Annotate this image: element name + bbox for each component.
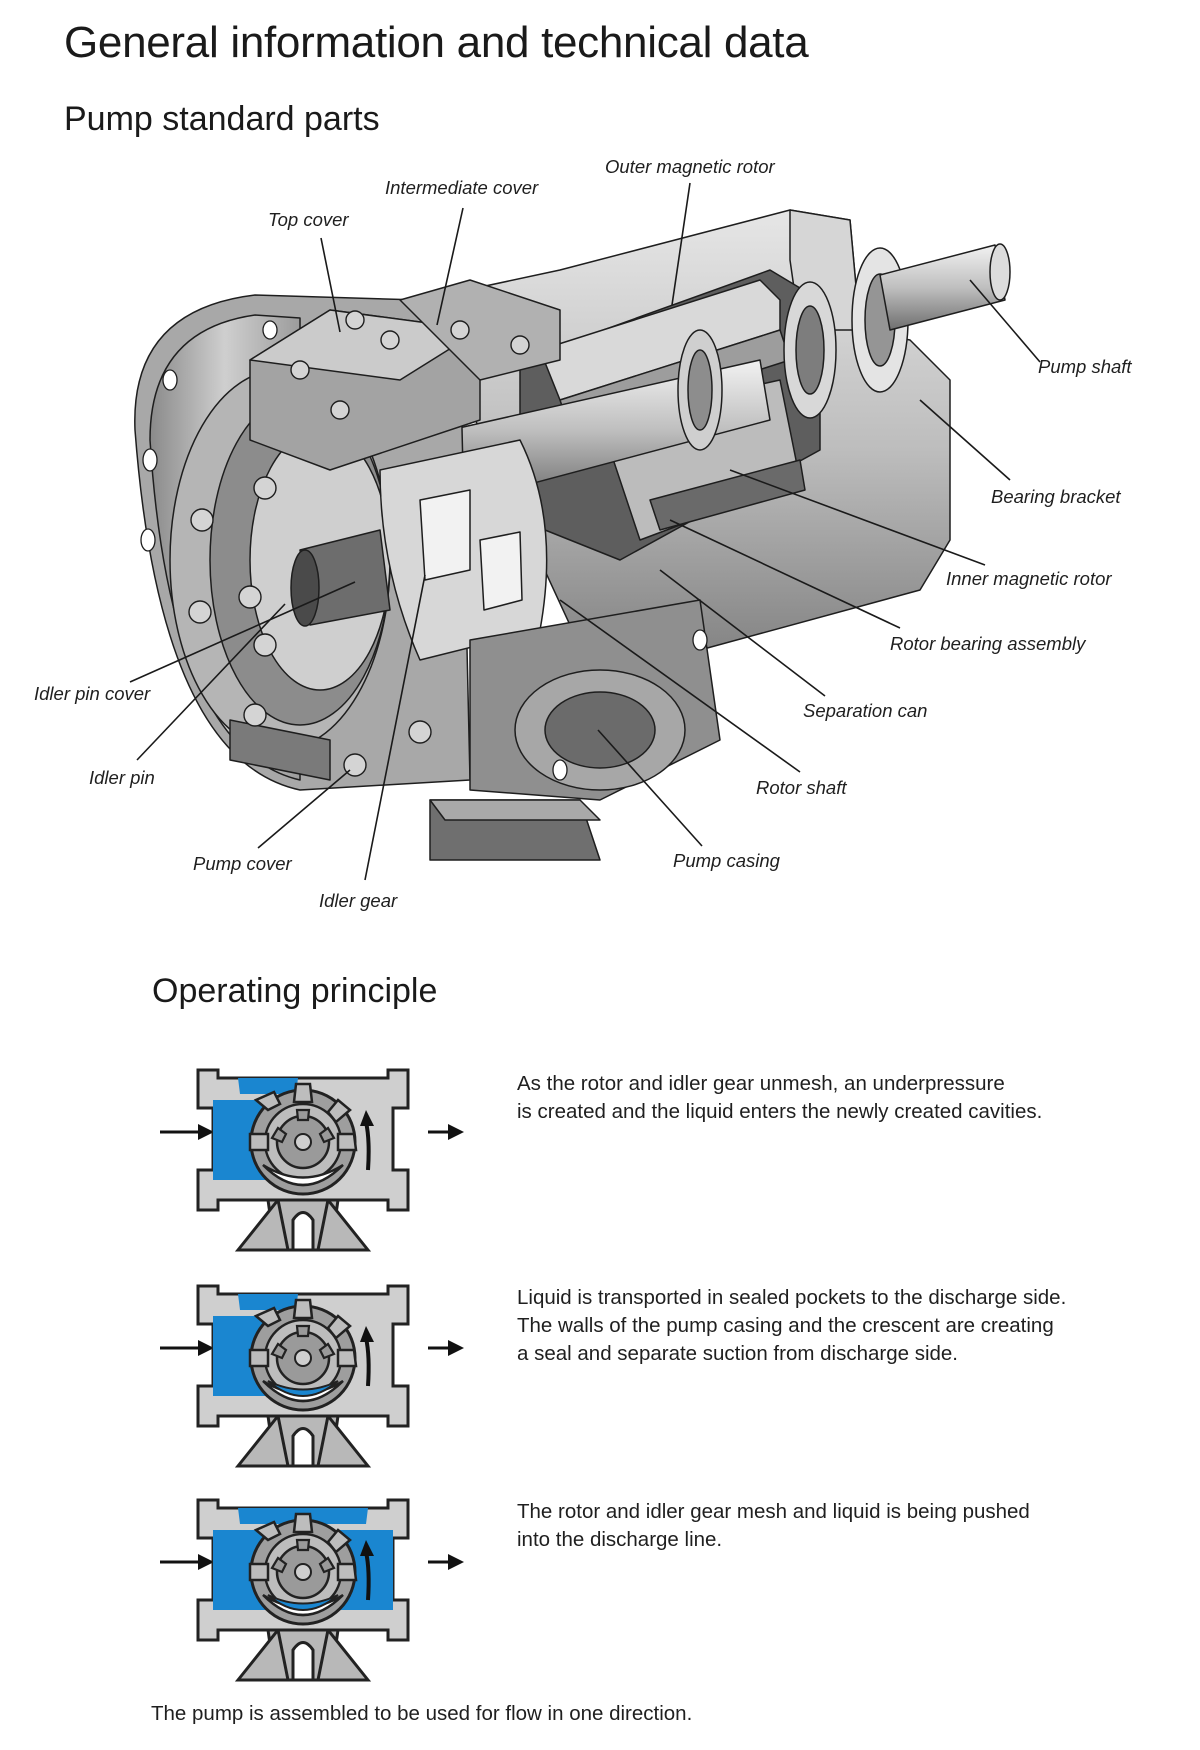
label-separation-can: Separation can — [803, 700, 928, 721]
label-idler-pin: Idler pin — [89, 767, 155, 788]
label-idler-pin-cover: Idler pin cover — [34, 683, 151, 704]
label-pump-shaft: Pump shaft — [1038, 356, 1132, 377]
parts-heading: Pump standard parts — [64, 100, 380, 138]
label-pump-casing: Pump casing — [673, 850, 780, 871]
label-intermediate-cover: Intermediate cover — [385, 177, 539, 198]
operating-step-3-diagram — [160, 1498, 464, 1682]
operating-step-3-text: The rotor and idler gear mesh and liquid… — [517, 1498, 1177, 1554]
label-rotor-bearing-assembly: Rotor bearing assembly — [890, 633, 1086, 654]
operating-step-1-diagram — [160, 1068, 464, 1252]
step-1-line-2: is created and the liquid enters the new… — [517, 1100, 1043, 1123]
step-3-line-2: into the discharge line. — [517, 1528, 723, 1551]
operating-step-2-diagram — [160, 1284, 464, 1468]
step-3-line-1: The rotor and idler gear mesh and liquid… — [517, 1500, 1030, 1523]
label-inner-magnetic-rotor: Inner magnetic rotor — [946, 568, 1112, 589]
operating-step-1-text: As the rotor and idler gear unmesh, an u… — [517, 1070, 1177, 1126]
label-outer-magnetic-rotor: Outer magnetic rotor — [605, 156, 775, 177]
step-1-line-1: As the rotor and idler gear unmesh, an u… — [517, 1072, 1005, 1095]
label-rotor-shaft: Rotor shaft — [756, 777, 847, 798]
step-2-line-2: The walls of the pump casing and the cre… — [517, 1314, 1054, 1337]
page-title: General information and technical data — [64, 18, 809, 67]
operating-principle-heading: Operating principle — [152, 972, 438, 1010]
pump-cutaway-illustration — [129, 182, 1041, 881]
label-pump-cover: Pump cover — [193, 853, 292, 874]
step-2-line-3: a seal and separate suction from dischar… — [517, 1342, 959, 1365]
operating-step-2-text: Liquid is transported in sealed pockets … — [517, 1284, 1177, 1368]
flow-direction-note: The pump is assembled to be used for flo… — [151, 1702, 693, 1725]
label-idler-gear: Idler gear — [319, 890, 398, 911]
label-bearing-bracket: Bearing bracket — [991, 486, 1121, 507]
step-2-line-1: Liquid is transported in sealed pockets … — [517, 1286, 1067, 1309]
label-top-cover: Top cover — [268, 209, 349, 230]
